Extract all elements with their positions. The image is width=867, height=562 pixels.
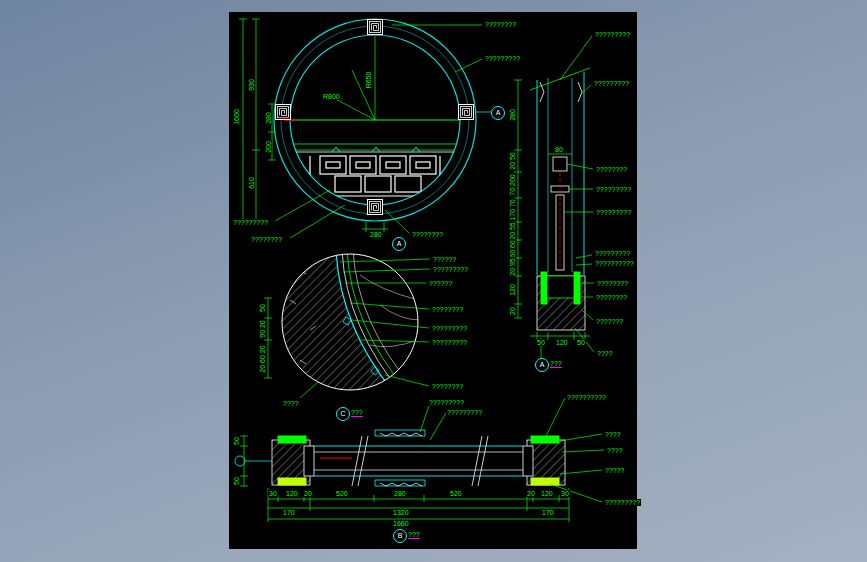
marker-letter: B	[394, 530, 406, 542]
dimension-text: 1660	[392, 520, 410, 527]
dimension-text: 20 95	[509, 257, 516, 277]
section-title: ???	[351, 409, 363, 417]
dimension-text: 170 70	[509, 198, 516, 221]
dimension-text: 50	[259, 303, 266, 313]
annotation-text: ?????	[604, 467, 625, 474]
dimension-text: 50	[233, 436, 240, 446]
annotation-text: ?????????	[594, 250, 631, 257]
annotation-text: ????????	[484, 21, 517, 28]
dimension-text: 610	[248, 176, 255, 190]
section-a	[514, 36, 594, 358]
dimension-text: 1320	[392, 509, 410, 516]
annotation-text: ????????	[595, 166, 628, 173]
annotation-text: ?????????	[432, 266, 469, 273]
annotation-text: ?????????	[431, 325, 468, 332]
annotation-text: ?????????	[595, 186, 632, 193]
dimension-text: 120	[509, 283, 516, 297]
dimension-text: 520	[335, 490, 349, 497]
annotation-text: ????????	[431, 383, 464, 390]
annotation-text: ???????	[595, 318, 624, 325]
dimension-text: R650	[365, 71, 372, 90]
dimension-text: 50	[536, 339, 546, 346]
section-marker: A	[491, 106, 505, 120]
dimension-text: 20 50	[509, 151, 516, 171]
annotation-text: ?????????	[428, 399, 465, 406]
dimension-text: 280	[265, 111, 272, 125]
dimension-text: 170	[541, 509, 555, 516]
annotation-text: ?????????	[595, 209, 632, 216]
dimension-text: 1600	[233, 108, 240, 126]
dimension-text: 60 60	[509, 239, 516, 259]
dimension-text: 280	[369, 231, 383, 238]
dimension-text: 120	[555, 339, 569, 346]
dimension-text: 20 60 20	[259, 344, 266, 373]
marker-letter: A	[536, 359, 548, 371]
annotation-text: ????	[606, 447, 624, 454]
section-marker: B???	[393, 529, 407, 543]
dimension-text: R800	[322, 93, 341, 100]
section-marker: A	[392, 237, 406, 251]
dimension-text: 50	[576, 339, 586, 346]
section-title: ???	[408, 531, 420, 539]
annotation-text: ????????	[250, 236, 283, 243]
window-elevation	[239, 19, 492, 238]
drawing-sheet	[229, 12, 637, 549]
annotation-text: ?????????	[484, 55, 521, 62]
annotation-text: ????	[282, 400, 300, 407]
annotation-text: ????????	[596, 280, 629, 287]
dimension-text: 30	[560, 490, 570, 497]
annotation-text: ?????????	[446, 409, 483, 416]
dimension-text: 50	[233, 476, 240, 486]
annotation-text: ??????	[428, 280, 453, 287]
section-title: ???	[550, 360, 562, 368]
dimension-text: 200	[265, 140, 272, 154]
dimension-text: 170	[282, 509, 296, 516]
annotation-text: ?????????	[431, 339, 468, 346]
dimension-text: 930	[248, 78, 255, 92]
annotation-text: ????????	[411, 231, 444, 238]
dimension-text: 280	[393, 490, 407, 497]
annotation-text: ?????????	[232, 219, 269, 226]
section-b	[235, 398, 604, 522]
annotation-text: ?????????	[594, 31, 631, 38]
marker-letter: C	[337, 408, 349, 420]
section-marker: C???	[336, 407, 350, 421]
annotation-text: ??????????	[594, 260, 635, 267]
dimension-text: 20 55	[509, 221, 516, 241]
annotation-text: ?????????	[593, 80, 630, 87]
dimension-text: 20	[303, 490, 313, 497]
dimension-text: 30	[268, 490, 278, 497]
detail-c	[264, 250, 430, 400]
marker-letter: A	[492, 107, 504, 119]
dimension-text: 120	[285, 490, 299, 497]
annotation-text: ????????	[431, 306, 464, 313]
dimension-text: 80	[554, 146, 564, 153]
dimension-text: 120	[540, 490, 554, 497]
dimension-text: 280	[509, 108, 516, 122]
section-marker: A???	[535, 358, 549, 372]
annotation-text: ??????????	[566, 394, 607, 401]
dimension-text: 20	[526, 490, 536, 497]
annotation-text: ??????	[432, 256, 457, 263]
dimension-text: 20	[509, 306, 516, 316]
annotation-text: ?????????	[604, 499, 641, 506]
dimension-text: 520	[449, 490, 463, 497]
marker-letter: A	[393, 238, 405, 250]
dimension-text: 90 20	[259, 319, 266, 339]
annotation-text: ????????	[595, 294, 628, 301]
annotation-text: ????	[604, 431, 622, 438]
annotation-text: ????	[596, 350, 614, 357]
dimension-text: 70 200	[509, 173, 516, 196]
